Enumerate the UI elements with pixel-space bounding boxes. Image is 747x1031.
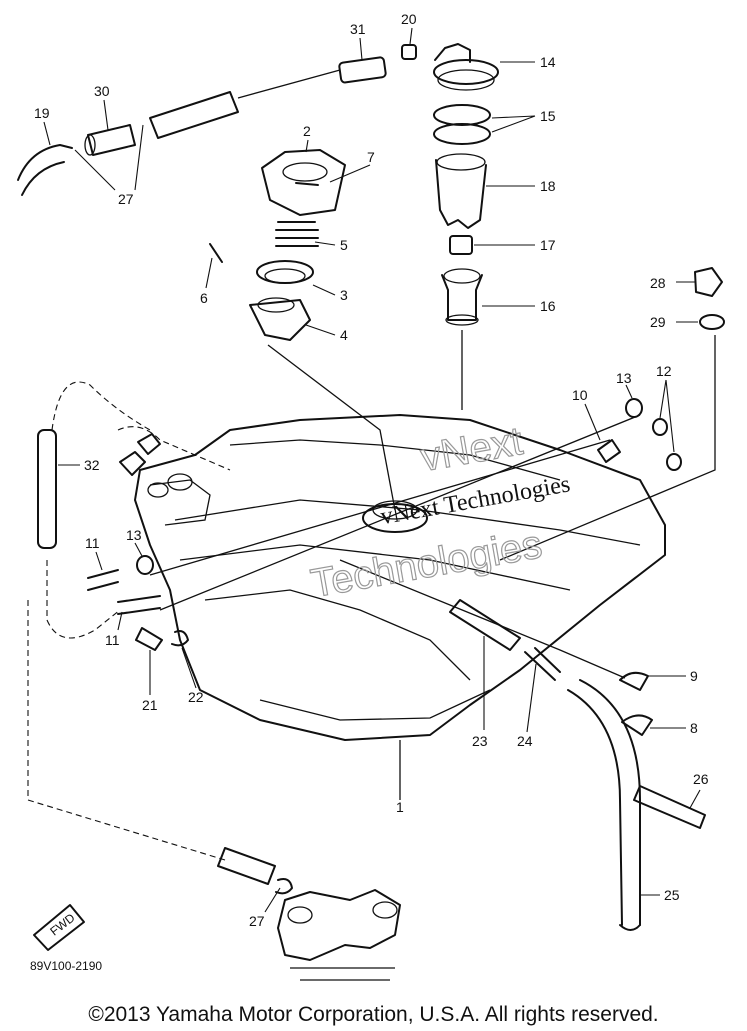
fuel-tank (134, 414, 666, 741)
svg-text:vNext: vNext (417, 419, 525, 480)
callout-numbers: 31 20 14 30 19 15 2 27 18 7 5 17 6 3 28 … (34, 11, 709, 929)
watermark: vNext vNext Technologies Technologies (307, 418, 572, 606)
callout-22: 22 (188, 689, 204, 705)
callout-14: 14 (540, 54, 556, 70)
callout-8: 8 (690, 720, 698, 736)
callout-28: 28 (650, 275, 666, 291)
fuel-pickup-assembly (433, 43, 499, 326)
routing-lines (27, 69, 716, 861)
callout-11-lower: 11 (105, 632, 120, 648)
callout-29: 29 (650, 314, 666, 330)
leader-lines (43, 27, 701, 913)
callout-4: 4 (340, 327, 348, 343)
callout-10: 10 (572, 387, 588, 403)
callout-20: 20 (401, 11, 417, 27)
diagram-code: 89V100-2190 (30, 959, 102, 973)
callout-32: 32 (84, 457, 100, 473)
hoses-and-fittings (17, 44, 725, 981)
callout-24: 24 (517, 733, 533, 749)
callout-23: 23 (472, 733, 488, 749)
callout-7: 7 (367, 149, 375, 165)
callout-2: 2 (303, 123, 311, 139)
callout-15: 15 (540, 108, 556, 124)
callout-26: 26 (693, 771, 709, 787)
filler-cap-assembly (209, 149, 346, 341)
callout-5: 5 (340, 237, 348, 253)
callout-6: 6 (200, 290, 208, 306)
callout-31: 31 (350, 21, 366, 37)
callout-17: 17 (540, 237, 556, 253)
callout-25: 25 (664, 887, 680, 903)
callout-13-right: 13 (616, 370, 632, 386)
callout-16: 16 (540, 298, 556, 314)
callout-19: 19 (34, 105, 50, 121)
callout-30: 30 (94, 83, 110, 99)
callout-1: 1 (396, 799, 404, 815)
callout-9: 9 (690, 668, 698, 684)
copyright-notice: ©2013 Yamaha Motor Corporation, U.S.A. A… (88, 1003, 659, 1026)
callout-3: 3 (340, 287, 348, 303)
callout-27-bottom: 27 (249, 913, 265, 929)
callout-27-top: 27 (118, 191, 134, 207)
callout-11-upper: 11 (85, 535, 100, 551)
fwd-label: FWD (47, 910, 77, 938)
callout-13-left: 13 (126, 527, 142, 543)
callout-18: 18 (540, 178, 556, 194)
callout-21: 21 (142, 697, 158, 713)
fuel-tank-exploded-diagram: 31 20 14 30 19 15 2 27 18 7 5 17 6 3 28 … (17, 11, 725, 981)
callout-12: 12 (656, 363, 672, 379)
